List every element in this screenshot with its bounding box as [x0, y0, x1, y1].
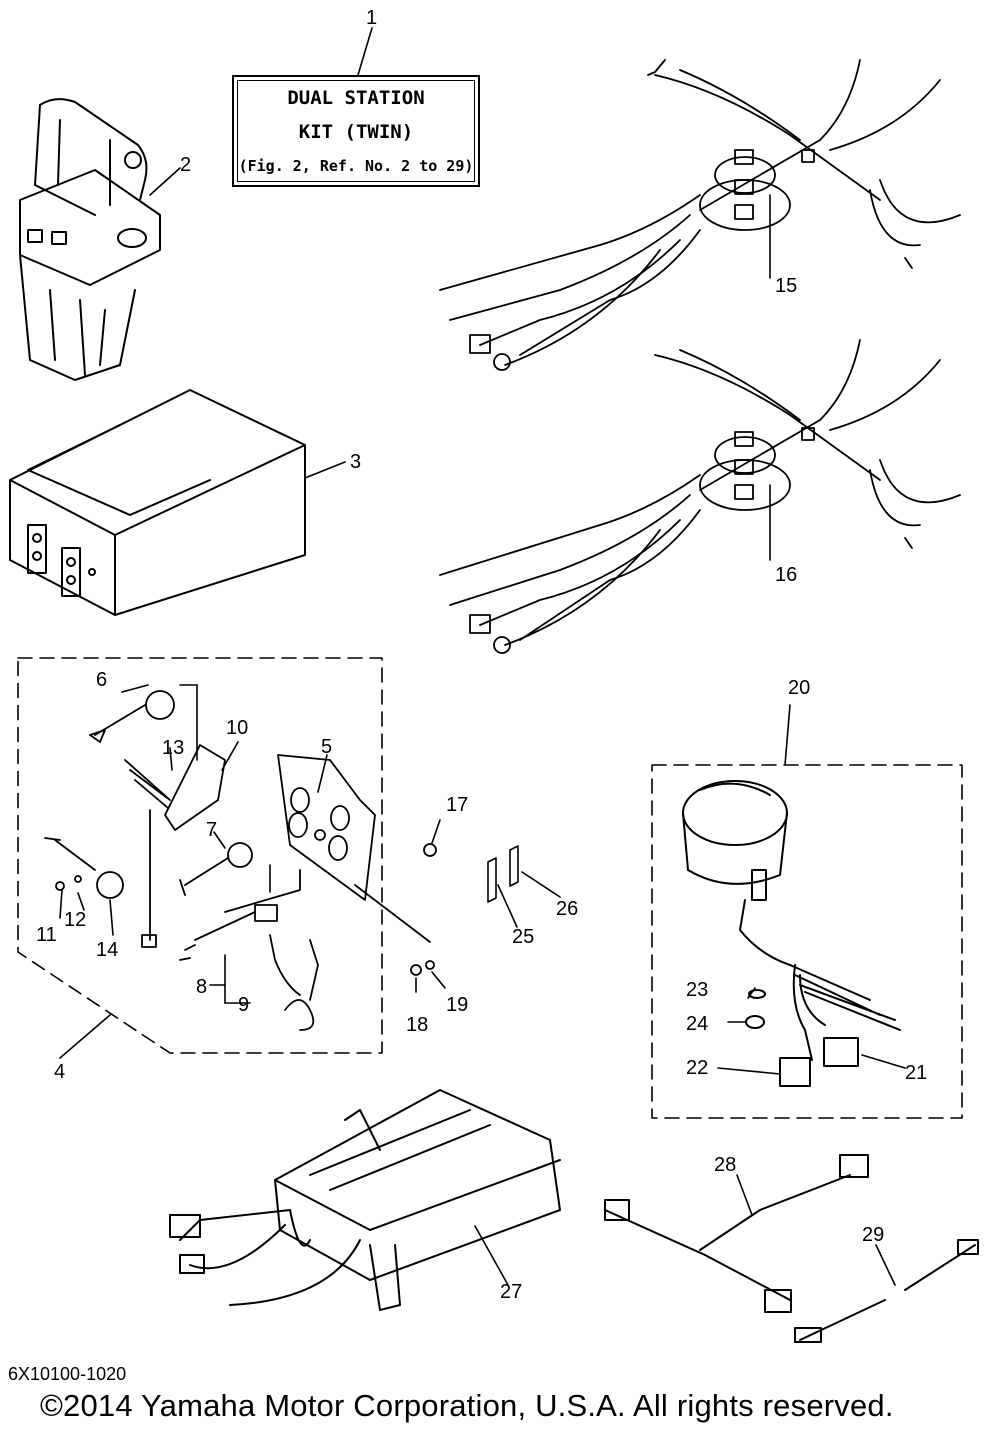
drawing-code: 6X10100-1020 — [8, 1364, 127, 1384]
switch-panel-parts — [44, 690, 437, 1031]
callout-18: 18 — [406, 1014, 429, 1036]
callout-4: 4 — [54, 1061, 66, 1083]
callout-15: 15 — [775, 275, 798, 297]
callout-27: 27 — [500, 1281, 523, 1303]
callout-21: 21 — [905, 1062, 928, 1084]
harness-28-part — [604, 1154, 869, 1313]
callout-8: 8 — [196, 976, 208, 998]
callout-6: 6 — [96, 669, 108, 691]
callout-3: 3 — [350, 451, 362, 473]
callout-19: 19 — [446, 994, 469, 1016]
callout-26: 26 — [556, 898, 579, 920]
assembly-frame-4 — [17, 657, 383, 1054]
callout-24: 24 — [686, 1013, 709, 1035]
callout-29: 29 — [862, 1224, 885, 1246]
callout-16: 16 — [775, 564, 798, 586]
callout-28: 28 — [714, 1154, 737, 1176]
callout-22: 22 — [686, 1057, 709, 1079]
copyright-notice: ©2014 Yamaha Motor Corporation, U.S.A. A… — [40, 1388, 894, 1423]
harness-29-part — [794, 1239, 979, 1343]
control-module-part — [169, 1089, 561, 1311]
callout-2: 2 — [180, 154, 192, 176]
callout-10: 10 — [226, 717, 249, 739]
callout-23: 23 — [686, 979, 709, 1001]
kit-label-line-3: (Fig. 2, Ref. No. 2 to 29) — [238, 157, 474, 175]
kit-label-line-2: KIT (TWIN) — [298, 121, 414, 143]
gauge-part — [682, 780, 901, 1087]
callout-25: 25 — [512, 926, 535, 948]
callout-7: 7 — [206, 819, 218, 841]
callout-1: 1 — [366, 7, 378, 29]
parts-25-26 — [487, 845, 519, 903]
kit-label-line-1: DUAL STATION — [287, 87, 425, 109]
callout-12: 12 — [64, 909, 87, 931]
leader-lines — [59, 27, 906, 1286]
callout-20: 20 — [788, 677, 811, 699]
wiring-harness-16 — [439, 339, 961, 654]
callout-17: 17 — [446, 794, 469, 816]
callout-9: 9 — [238, 994, 250, 1016]
control-box-part — [9, 389, 306, 616]
assembly-frame-20 — [651, 764, 963, 1119]
callout-14: 14 — [96, 939, 119, 961]
wiring-harness-15 — [439, 59, 961, 371]
callout-13: 13 — [162, 737, 185, 759]
callout-5: 5 — [321, 736, 333, 758]
remote-control-box-part — [19, 98, 161, 381]
callout-11: 11 — [36, 924, 57, 946]
dual-station-kit-label-box: DUAL STATION KIT (TWIN) (Fig. 2, Ref. No… — [232, 75, 480, 187]
